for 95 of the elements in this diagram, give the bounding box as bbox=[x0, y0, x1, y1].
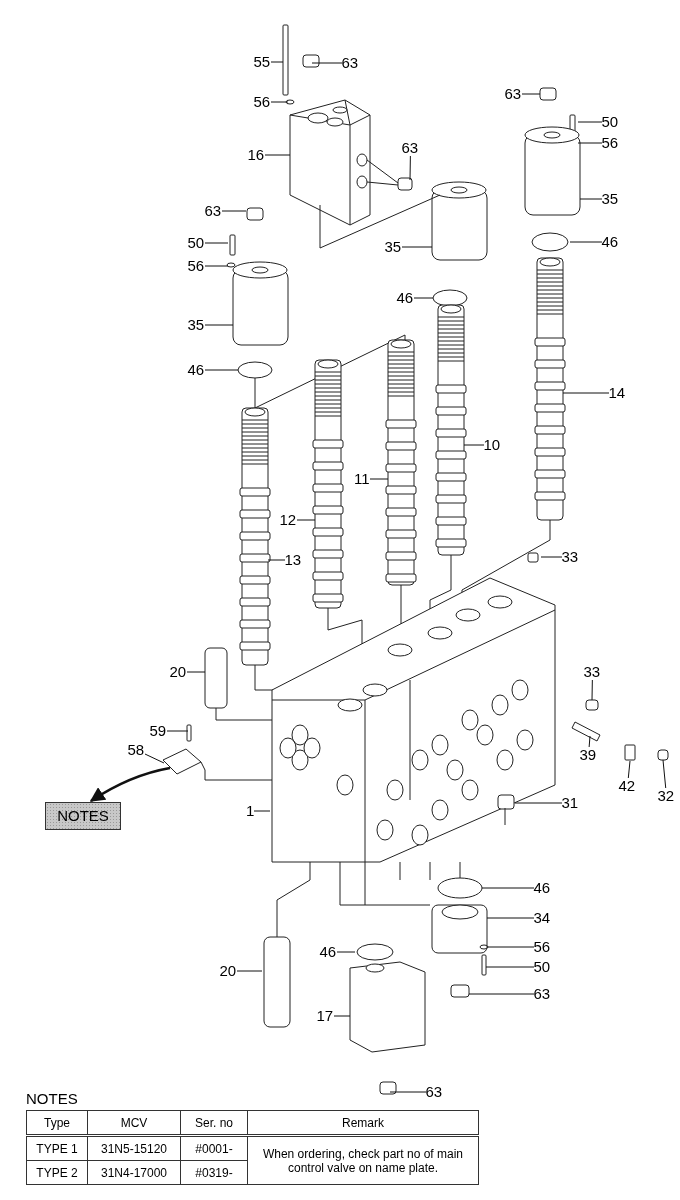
notes-button: NOTES bbox=[45, 802, 121, 830]
column-header: MCV bbox=[87, 1110, 181, 1136]
callout-number: 35 bbox=[187, 317, 205, 333]
callout-number: 46 bbox=[601, 234, 619, 250]
leader-line bbox=[481, 887, 535, 889]
leader-line bbox=[296, 519, 316, 521]
table-cell: 31N4-17000 bbox=[87, 1160, 181, 1185]
leader-line bbox=[401, 246, 433, 248]
callout-number: 16 bbox=[247, 147, 265, 163]
table-cell: #0001- bbox=[180, 1135, 248, 1161]
callout-number: 13 bbox=[284, 552, 302, 568]
table-cell: 31N5-15120 bbox=[87, 1135, 181, 1161]
leader-line bbox=[186, 671, 206, 673]
callout-number: 35 bbox=[601, 191, 619, 207]
leader-line bbox=[264, 154, 291, 156]
leader-line bbox=[591, 679, 593, 701]
leader-line bbox=[577, 121, 603, 123]
leader-line bbox=[413, 297, 434, 299]
callout-number: 35 bbox=[384, 239, 402, 255]
leader-line bbox=[389, 1091, 427, 1093]
callout-number: 55 bbox=[253, 54, 271, 70]
callout-number: 33 bbox=[561, 549, 579, 565]
leader-line bbox=[267, 559, 286, 561]
leader-line bbox=[204, 369, 239, 371]
callout-number: 63 bbox=[341, 55, 359, 71]
callout-number: 10 bbox=[483, 437, 501, 453]
callout-number: 39 bbox=[579, 747, 597, 763]
leader-line bbox=[486, 917, 535, 919]
table-cell: TYPE 1 bbox=[26, 1135, 88, 1161]
column-header: Type bbox=[26, 1110, 88, 1136]
leader-line bbox=[662, 759, 667, 789]
column-header: Ser. no bbox=[180, 1110, 248, 1136]
callout-number: 42 bbox=[618, 778, 636, 794]
callout-number: 17 bbox=[316, 1008, 334, 1024]
callout-number: 63 bbox=[401, 140, 419, 156]
leader-line bbox=[369, 478, 389, 480]
callout-number: 46 bbox=[319, 944, 337, 960]
leader-line bbox=[485, 946, 535, 948]
leader-line bbox=[253, 810, 271, 812]
leader-line bbox=[514, 802, 563, 804]
callout-number: 50 bbox=[187, 235, 205, 251]
leader-line bbox=[204, 324, 234, 326]
callout-number: 56 bbox=[601, 135, 619, 151]
leader-line bbox=[562, 392, 610, 394]
leader-line bbox=[485, 966, 535, 968]
callout-number: 11 bbox=[354, 471, 370, 487]
callout-number: 14 bbox=[608, 385, 626, 401]
leader-line bbox=[627, 760, 631, 779]
callout-number: 58 bbox=[127, 742, 145, 758]
callout-number: 50 bbox=[533, 959, 551, 975]
leader-line bbox=[204, 265, 229, 267]
leader-line bbox=[270, 101, 289, 103]
leader-line bbox=[270, 61, 284, 63]
callout-number: 63 bbox=[204, 203, 222, 219]
callout-number: 34 bbox=[533, 910, 551, 926]
callout-number: 63 bbox=[533, 986, 551, 1002]
callout-number: 63 bbox=[504, 86, 522, 102]
table-title: NOTES bbox=[26, 1090, 78, 1107]
leader-line bbox=[144, 753, 165, 764]
callout-number: 56 bbox=[187, 258, 205, 274]
leader-line bbox=[569, 241, 603, 243]
remark-text: When ordering, check part no of main control valve on name plate. bbox=[247, 1135, 479, 1185]
callout-number: 59 bbox=[149, 723, 167, 739]
callout-number: 46 bbox=[533, 880, 551, 896]
callout-number: 1 bbox=[246, 803, 255, 819]
callout-number: 46 bbox=[396, 290, 414, 306]
table-cell: TYPE 2 bbox=[26, 1160, 88, 1185]
leader-line bbox=[463, 444, 485, 446]
leader-line bbox=[311, 62, 343, 64]
callout-number: 56 bbox=[533, 939, 551, 955]
callout-number: 20 bbox=[169, 664, 187, 680]
leader-line bbox=[579, 198, 603, 200]
callout-number: 56 bbox=[253, 94, 271, 110]
leader-line bbox=[521, 93, 541, 95]
callout-number: 63 bbox=[425, 1084, 443, 1100]
callout-number: 12 bbox=[279, 512, 297, 528]
callout-number: 50 bbox=[601, 114, 619, 130]
leader-line bbox=[166, 730, 189, 732]
callout-number: 46 bbox=[187, 362, 205, 378]
column-header: Remark bbox=[247, 1110, 479, 1136]
leader-line bbox=[336, 951, 356, 953]
leader-line bbox=[333, 1015, 351, 1017]
callout-number: 33 bbox=[583, 664, 601, 680]
curved-arrow bbox=[89, 766, 171, 803]
leader-line bbox=[409, 155, 411, 181]
leader-line bbox=[588, 735, 591, 748]
leader-line bbox=[236, 970, 263, 972]
leader-line bbox=[221, 210, 247, 212]
leader-line bbox=[577, 142, 603, 144]
callout-number: 31 bbox=[561, 795, 579, 811]
leader-line bbox=[204, 242, 229, 244]
leader-line bbox=[540, 556, 563, 558]
callout-number: 32 bbox=[657, 788, 675, 804]
leader-line bbox=[468, 993, 535, 995]
callout-number: 20 bbox=[219, 963, 237, 979]
